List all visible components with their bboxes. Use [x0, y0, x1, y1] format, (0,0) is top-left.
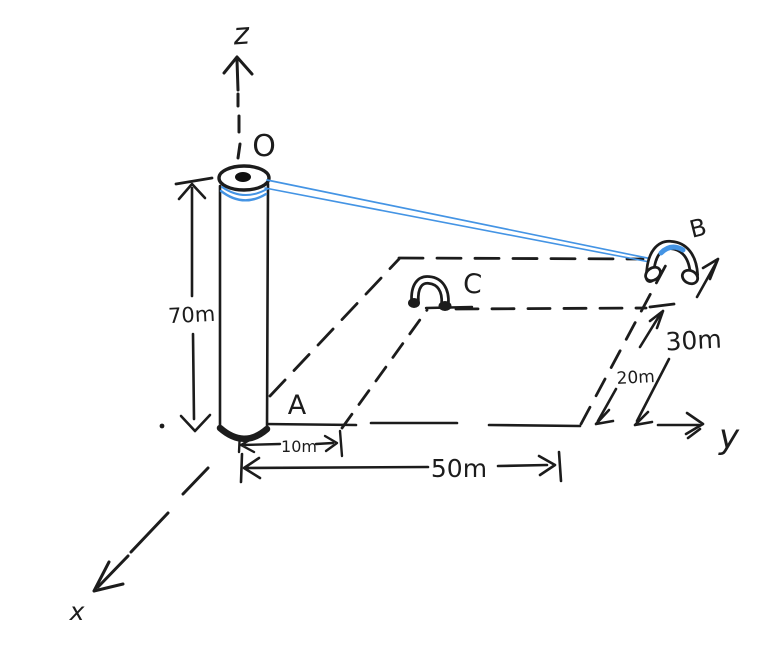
dim-10m-right-arrowhead	[323, 434, 339, 453]
y-axis-arrowhead	[684, 411, 705, 440]
z-axis-arrowhead	[222, 55, 254, 76]
hook-b	[644, 239, 700, 286]
x-axis-arrowhead	[92, 560, 125, 593]
pole-body-fill	[220, 183, 268, 439]
y-axis-segment	[487, 423, 582, 428]
origin-label: O	[252, 129, 276, 164]
dim-10m-label: 10m	[281, 437, 317, 456]
hook-b-right-opening	[680, 268, 700, 286]
hook-c-arch-inner	[412, 277, 448, 306]
hook-c	[408, 275, 452, 311]
y-axis-label: y	[718, 417, 740, 457]
dim-70m	[159, 176, 214, 433]
dim-50m-right-arrowhead	[537, 454, 557, 477]
dim-70m-top-tick	[174, 176, 214, 186]
z-axis-dashed-line	[236, 92, 242, 160]
dim-70m-up-arrowhead	[177, 182, 207, 201]
dim-30m-top-arrowhead	[701, 257, 720, 281]
dim-50m-right-tick	[557, 450, 563, 483]
dim-50m-left-arrow	[242, 456, 430, 480]
dim-20m-label: 20m	[616, 367, 655, 389]
cable-line-upper	[266, 179, 658, 261]
dim-50m-right-shaft	[496, 463, 549, 468]
plane-right-edge-dashed	[579, 261, 669, 426]
dim-20m	[594, 302, 676, 426]
cable	[219, 179, 658, 264]
dim-30m-label: 30m	[665, 325, 723, 357]
point-b-label: B	[687, 213, 710, 244]
hook-c-right-end	[438, 301, 452, 311]
dim-50m-label: 50m	[431, 454, 487, 483]
dim-30m-lower-shaft	[635, 357, 671, 423]
z-axis-label: z	[231, 16, 251, 52]
cable-wrap-on-pole	[219, 189, 268, 202]
dim-70m-line	[190, 186, 196, 421]
dim-50m	[239, 450, 563, 484]
dim-10m-right-tick	[338, 429, 344, 458]
z-axis	[222, 55, 254, 160]
dim-70m-down-arrowhead	[179, 413, 212, 433]
dim-50m-left-tick	[239, 452, 244, 484]
point-a-label: A	[288, 390, 307, 421]
hook-b-left-opening	[644, 265, 662, 283]
pole-right-side	[265, 182, 270, 433]
x-axis-dashed-line	[129, 466, 210, 554]
c-level-line-dashed	[454, 306, 648, 311]
hook-c-left-end	[408, 298, 420, 308]
dim-70m-label: 70m	[167, 302, 215, 328]
dim-20m-top-arrowhead	[648, 309, 665, 330]
dim-20m-top-tick	[648, 302, 676, 309]
pole-cylinder	[216, 164, 271, 442]
point-c-label: C	[462, 269, 482, 301]
cable-line-lower	[264, 187, 656, 264]
plane-far-edge-dashed	[397, 256, 645, 261]
z-axis-shaft	[235, 58, 240, 92]
y-axis	[262, 411, 705, 440]
x-axis-shaft	[96, 554, 130, 589]
pole-top-hole	[235, 172, 251, 182]
dim-10m-right-shaft	[314, 441, 335, 446]
labels: z O 70m A 10m 50m C B 20m 30m y x	[69, 16, 740, 626]
plane-left-edge-dashed	[268, 257, 401, 398]
base-tick-dot	[159, 423, 165, 429]
dim-20m-upper-shaft	[638, 311, 663, 349]
dim-30m	[633, 257, 720, 427]
pole-bottom-cap	[216, 424, 271, 442]
cable-over-hook-b	[658, 244, 686, 256]
dim-20m-lower-shaft	[596, 387, 618, 423]
cable-wrap-on-pole-2	[221, 186, 268, 196]
x-axis-label: x	[69, 597, 85, 626]
c-diagonal-dashed	[340, 308, 429, 430]
dim-30m-bottom-arrowhead	[633, 410, 654, 427]
y-axis-segment	[262, 422, 358, 427]
x-axis	[92, 466, 210, 593]
